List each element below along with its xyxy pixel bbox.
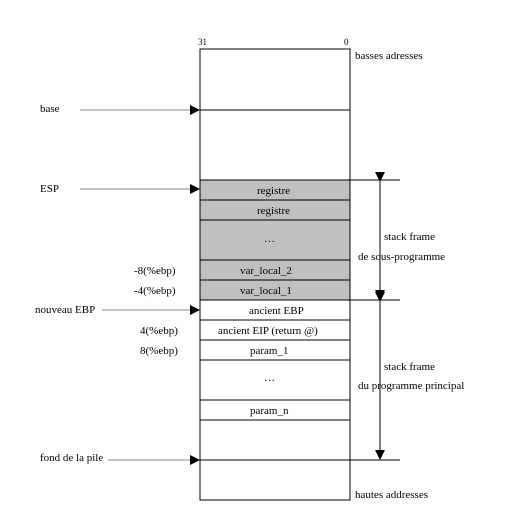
new-ebp-pointer-label: nouveau EBP [35,304,95,316]
high-addresses-label: hautes addresses [355,489,428,501]
cell-registre-2-text: registre [257,205,290,217]
cell-ancient-eip-text: ancient EIP (return @) [218,325,318,337]
cell-registre-1-text: registre [257,185,290,197]
cell-dots-sub [199,219,351,261]
bit-31-label: 31 [198,37,207,47]
cell-var-local-2-text: var_local_2 [240,265,292,277]
esp-pointer-label: ESP [40,183,59,195]
offset-plus-8: 8(%ebp) [140,345,178,357]
offset-minus-8: -8(%ebp) [134,265,176,277]
cell-var-local-1-text: var_local_1 [240,285,292,297]
base-pointer-label: base [40,103,60,115]
cell-param-n-text: param_n [250,405,289,417]
cell-dots-main-text: … [264,372,275,384]
main-frame-label-line2: du programme principal [358,380,464,392]
stack-bottom-pointer-label: fond de la pile [40,452,103,464]
cell-param-1-text: param_1 [250,345,288,357]
sub-frame-label-line1: stack frame [384,231,435,243]
cell-ancient-ebp-text: ancient EBP [249,305,304,317]
low-addresses-label: basses adresses [355,50,423,62]
bit-0-label: 0 [344,37,349,47]
offset-plus-4: 4(%ebp) [140,325,178,337]
main-frame-label-line1: stack frame [384,361,435,373]
cell-dots-sub-text: … [264,233,275,245]
offset-minus-4: -4(%ebp) [134,285,176,297]
stack-outline [199,48,351,501]
sub-frame-label-line2: de sous-programme [358,251,445,263]
